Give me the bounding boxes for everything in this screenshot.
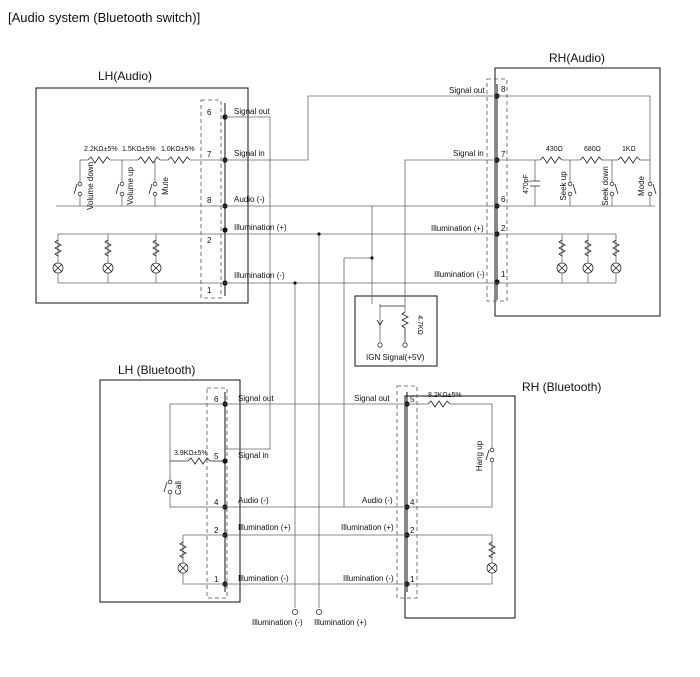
lh-audio-module — [35, 87, 249, 304]
lh-bluetooth-internal — [163, 403, 225, 585]
pin-number: 6 — [207, 108, 212, 117]
lh-bluetooth-title: LH (Bluetooth) — [118, 363, 195, 377]
switch-label: Seek up — [559, 171, 568, 201]
resistor-label: 1.5KΩ±5% — [122, 146, 156, 153]
pin-number: 2 — [207, 236, 212, 245]
resistor-label: 680Ω — [584, 146, 601, 153]
pin-number: 2 — [410, 526, 415, 535]
pin-label: Illumination (+) — [341, 523, 394, 532]
rh-bluetooth-connector — [396, 385, 418, 599]
resistor-label: 3.9KΩ±5% — [174, 450, 208, 457]
pin-label: Illumination (+) — [238, 523, 291, 532]
pin-number: 5 — [410, 395, 415, 404]
ign-signal-label: IGN Signal(+5V) — [366, 353, 425, 362]
lh-audio-internal — [52, 156, 225, 284]
pin-number: 4 — [410, 498, 415, 507]
pin-number: 1 — [207, 286, 212, 295]
pin-label: Illumination (+) — [431, 224, 484, 233]
lh-bluetooth-pins: 6 Signal out 5 Signal in 4 Audio (-) 2 I… — [214, 394, 291, 584]
pin-number: 2 — [501, 224, 506, 233]
rh-audio-title: RH(Audio) — [549, 51, 605, 65]
switch-label: Mode — [637, 175, 646, 196]
pin-number: 8 — [501, 85, 506, 94]
switch-label: Seek down — [601, 166, 610, 206]
pin-number: 6 — [214, 395, 219, 404]
switch-label: Mute — [161, 177, 170, 195]
switch-label: Volume down — [86, 162, 95, 210]
pin-label: Illumination (-) — [343, 574, 394, 583]
pin-label: Signal out — [449, 86, 485, 95]
pin-label: Signal in — [238, 451, 269, 460]
resistor-label: 1.0KΩ±5% — [161, 146, 195, 153]
capacitor-label: 470pF — [523, 174, 530, 194]
pin-label: Signal out — [354, 394, 390, 403]
pin-label: Illumination (-) — [238, 574, 289, 583]
wiring — [56, 95, 655, 608]
ign-resistor-label: 4.7KΩ — [416, 315, 423, 335]
lh-audio-pins: 6 Signal out 7 Signal in 8 Audio (-) 2 I… — [207, 107, 287, 295]
pin-number: 6 — [501, 195, 506, 204]
pin-label: Signal in — [453, 149, 484, 158]
pin-number: 2 — [214, 526, 219, 535]
pin-number: 1 — [410, 575, 415, 584]
pin-label: Signal out — [234, 107, 270, 116]
resistor-label: 8.2KΩ±5% — [428, 392, 462, 399]
pin-label: Signal in — [234, 149, 265, 158]
switch-label: Hang up — [475, 440, 484, 471]
lh-audio-title: LH(Audio) — [98, 69, 152, 83]
terminal-label: Illumination (-) — [252, 618, 303, 627]
lh-audio-connector — [200, 99, 222, 299]
pin-label: Illumination (-) — [434, 270, 485, 279]
pin-number: 7 — [207, 150, 212, 159]
ign-signal-box — [354, 295, 438, 367]
pin-number: 1 — [501, 270, 506, 279]
pin-label: Audio (-) — [362, 496, 393, 505]
rh-audio-internal — [497, 95, 657, 284]
resistor-label: 1KΩ — [622, 146, 636, 153]
resistor-label: 2.2KΩ±5% — [84, 146, 118, 153]
switch-label: Volume up — [126, 167, 135, 205]
rh-bluetooth-title: RH (Bluetooth) — [522, 380, 601, 394]
pin-number: 5 — [214, 452, 219, 461]
pin-label: Audio (-) — [234, 195, 265, 204]
pin-label: Audio (-) — [238, 496, 269, 505]
illumination-minus-terminal — [291, 609, 298, 616]
rh-bluetooth-internal — [407, 400, 498, 585]
pin-label: Illumination (-) — [234, 271, 285, 280]
pin-label: Illumination (+) — [234, 223, 287, 232]
pin-number: 8 — [207, 196, 212, 205]
ign-internal — [376, 304, 409, 348]
resistor-label: 430Ω — [546, 146, 563, 153]
pin-label: Signal out — [238, 394, 274, 403]
rh-audio-connector — [486, 78, 508, 302]
page-title: [Audio system (Bluetooth switch)] — [8, 10, 201, 25]
pin-number: 1 — [214, 575, 219, 584]
pin-number: 4 — [214, 498, 219, 507]
lh-bluetooth-connector — [206, 387, 228, 599]
lh-bluetooth-module — [99, 379, 241, 603]
illumination-plus-terminal — [315, 609, 322, 616]
pin-number: 7 — [501, 150, 506, 159]
rh-bluetooth-pins: 5 Signal out 4 Audio (-) 2 Illumination … — [341, 394, 415, 584]
terminal-label: Illumination (+) — [314, 618, 367, 627]
switch-label: Call — [174, 481, 183, 495]
rh-audio-pins: 8 Signal out 7 Signal in 6 2 Illuminatio… — [431, 85, 506, 279]
rh-audio-module — [494, 67, 661, 317]
